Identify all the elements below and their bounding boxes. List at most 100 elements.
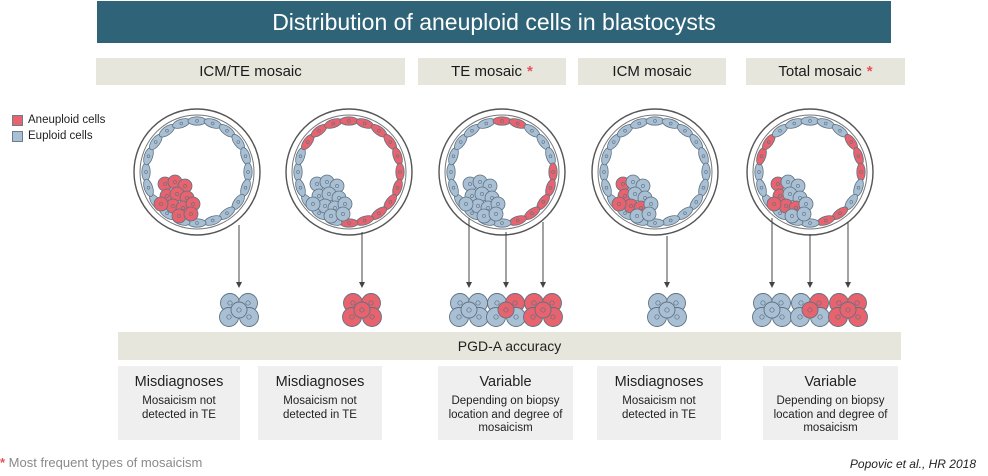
footnote-star: *	[0, 455, 6, 470]
biopsy-cluster	[523, 293, 563, 327]
cell-nucleus	[635, 214, 639, 218]
cell-nucleus	[631, 180, 635, 184]
cell-nucleus	[377, 129, 381, 133]
outcome-head: Misdiagnoses	[614, 374, 704, 390]
cell-nucleus	[792, 121, 796, 126]
footnote-text: Most frequent types of mosaicism	[5, 455, 203, 470]
cell-nucleus	[776, 182, 780, 186]
cell-nucleus	[165, 129, 169, 133]
cell-nucleus	[146, 186, 151, 190]
cell-nucleus	[541, 140, 545, 144]
trophectoderm-cell	[645, 116, 665, 126]
cell-nucleus	[623, 211, 627, 215]
cell-nucleus	[835, 314, 841, 320]
cell-nucleus	[530, 314, 536, 320]
outcome-desc: Mosaicism not detected in TE	[283, 395, 357, 421]
cell-nucleus	[641, 184, 645, 188]
cell-nucleus	[349, 314, 355, 320]
cell-nucleus	[778, 194, 782, 198]
cell-nucleus	[398, 170, 402, 174]
biopsy-cell	[497, 301, 515, 319]
cell-nucleus	[530, 211, 534, 215]
trophectoderm-cell	[339, 116, 359, 126]
biopsy-cluster	[486, 293, 526, 327]
cell-nucleus	[236, 307, 242, 313]
trophectoderm-cell	[448, 178, 459, 197]
outcome-desc: Mosaicism not detected in TE	[622, 395, 696, 421]
cell-nucleus	[325, 180, 329, 184]
blastocyst-icm-te-2	[285, 108, 413, 236]
cell-nucleus	[808, 119, 812, 123]
cell-nucleus	[838, 129, 842, 133]
cell-nucleus	[395, 154, 400, 158]
diagram-title: Distribution of aneuploid cells in blast…	[97, 1, 891, 43]
trophectoderm-cell	[243, 162, 253, 182]
cell-nucleus	[494, 212, 498, 216]
cell-nucleus	[315, 182, 319, 186]
blastocyst-icm-te-1	[133, 108, 261, 236]
cell-nucleus	[649, 202, 653, 206]
cell-nucleus	[621, 182, 625, 186]
cell-nucleus	[623, 194, 627, 198]
cell-nucleus	[849, 140, 853, 144]
cell-nucleus	[856, 186, 861, 190]
trophectoderm-cell	[446, 162, 456, 182]
cell-nucleus	[807, 307, 813, 313]
cell-nucleus	[664, 307, 670, 313]
cell-nucleus	[177, 214, 181, 218]
cell-nucleus	[388, 140, 392, 144]
biopsy-cluster	[219, 293, 259, 327]
cell-nucleus	[513, 314, 519, 320]
cell-nucleus	[647, 212, 651, 216]
cell-nucleus	[494, 300, 500, 306]
cell-nucleus	[317, 211, 321, 215]
cell-nucleus	[369, 314, 375, 320]
cell-nucleus	[759, 186, 764, 190]
cell-nucleus	[788, 192, 792, 196]
cell-nucleus	[195, 119, 199, 123]
cell-nucleus	[701, 186, 706, 190]
cell-nucleus	[227, 300, 233, 306]
trophectoderm-cell	[756, 178, 767, 197]
icm-cell	[458, 196, 474, 212]
cell-nucleus	[798, 196, 802, 200]
cell-nucleus	[195, 221, 199, 225]
cell-nucleus	[512, 300, 518, 306]
cell-nucleus	[683, 129, 687, 133]
cell-nucleus	[246, 314, 252, 320]
cell-nucleus	[759, 314, 765, 320]
cell-nucleus	[551, 170, 555, 174]
legend-aneuploid: Aneuploid cells	[12, 114, 105, 126]
cell-nucleus	[388, 200, 392, 204]
cell-nucleus	[181, 206, 185, 210]
trophectoderm-cell	[143, 178, 154, 197]
aneuploid-swatch	[12, 114, 23, 126]
cell-nucleus	[341, 212, 345, 216]
cell-nucleus	[838, 211, 842, 215]
cell-nucleus	[154, 140, 158, 144]
biopsy-cluster	[449, 293, 489, 327]
cell-nucleus	[655, 300, 661, 306]
cell-nucleus	[171, 204, 175, 208]
biopsy-cell	[658, 301, 676, 319]
cell-nucleus	[359, 307, 365, 313]
cell-nucleus	[804, 202, 808, 206]
outcome-box-1: Misdiagnoses Mosaicism not detected in T…	[118, 366, 240, 440]
icm-cell	[153, 196, 169, 212]
category-label: Total mosaic	[778, 63, 862, 80]
cell-nucleus	[478, 180, 482, 184]
outcome-box-4: Misdiagnoses Mosaicism not detected in T…	[597, 366, 721, 440]
cell-nucleus	[183, 184, 187, 188]
biopsy-cell	[839, 301, 857, 319]
cell-nucleus	[337, 196, 341, 200]
cell-nucleus	[854, 300, 860, 306]
cell-nucleus	[211, 218, 215, 223]
cell-nucleus	[163, 182, 167, 186]
cell-nucleus	[643, 196, 647, 200]
icm-cell	[611, 196, 627, 212]
cell-nucleus	[363, 121, 367, 126]
cell-nucleus	[797, 314, 803, 320]
cell-nucleus	[470, 211, 474, 215]
outcome-box-5: Variable Depending on biopsy location an…	[763, 366, 898, 440]
cell-nucleus	[363, 218, 367, 223]
